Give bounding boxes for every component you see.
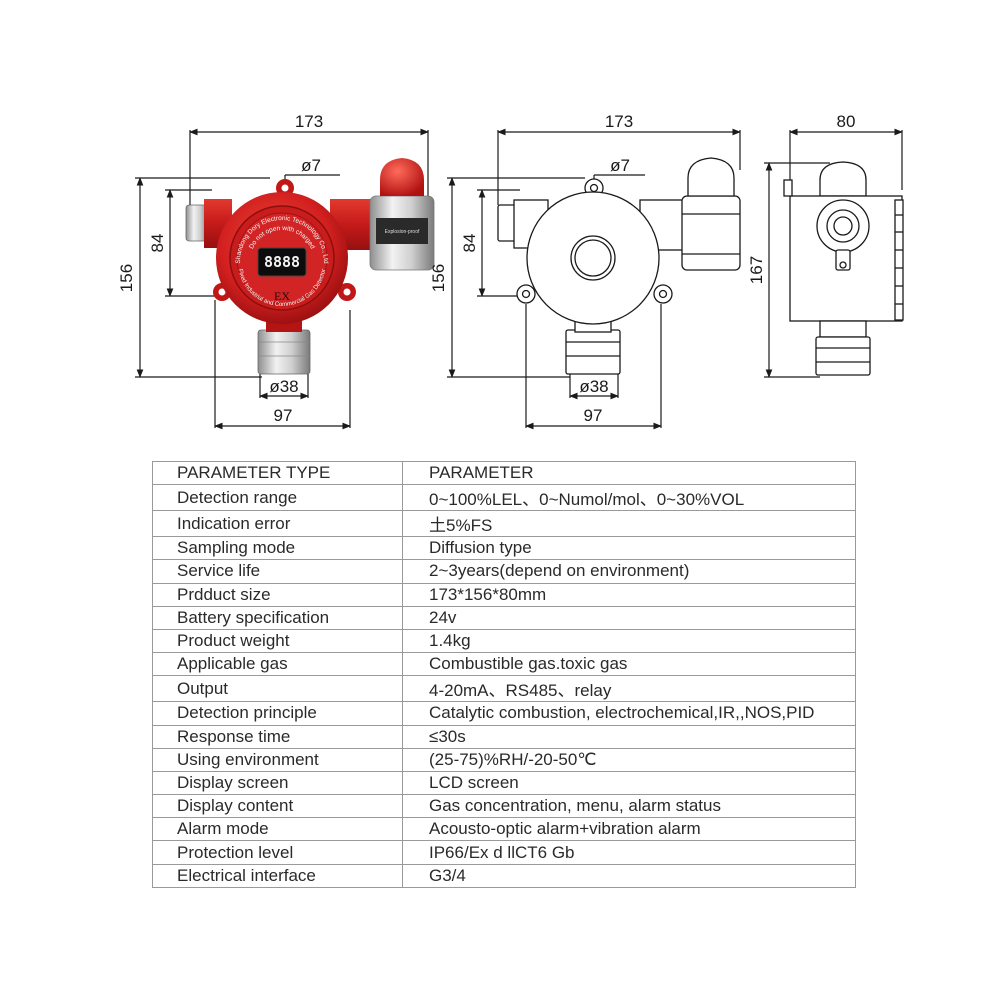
parameter-value-cell: ≤30s bbox=[402, 724, 856, 749]
alarm-nameplate-text: Explosion-proof bbox=[385, 229, 420, 235]
front-height-outer-label: 156 bbox=[117, 264, 136, 292]
front-hole-label: ø7 bbox=[301, 156, 321, 175]
parameter-type-cell: Using environment bbox=[152, 747, 403, 772]
parameter-type-cell: Protection level bbox=[152, 840, 403, 865]
parameter-value-cell: 4-20mA、RS485、relay bbox=[402, 675, 856, 703]
parameter-value-cell: Acousto-optic alarm+vibration alarm bbox=[402, 817, 856, 842]
lcd-digits: 8888 bbox=[264, 253, 300, 271]
header-parameter-type: PARAMETER TYPE bbox=[152, 460, 403, 486]
front-port-dimension bbox=[259, 374, 309, 400]
parameter-type-cell: Service life bbox=[152, 559, 403, 584]
back-width-dimension bbox=[497, 128, 741, 205]
parameter-type-cell: Detection principle bbox=[152, 701, 403, 726]
parameter-type-cell: Display content bbox=[152, 794, 403, 819]
side-view: 80 167 bbox=[747, 112, 904, 378]
parameter-type-cell: Battery specification bbox=[152, 605, 403, 630]
front-view: 173 ø7 156 84 Explosion-proof bbox=[117, 112, 435, 430]
back-port-label: ø38 bbox=[579, 377, 608, 396]
front-width-dimension bbox=[189, 128, 429, 205]
parameter-type-cell: Detection range bbox=[152, 484, 403, 512]
front-port-label: ø38 bbox=[269, 377, 298, 396]
parameter-value-cell: 2~3years(depend on environment) bbox=[402, 559, 856, 584]
header-parameter: PARAMETER bbox=[402, 460, 856, 486]
parameter-value-cell: Catalytic combustion, electrochemical,IR… bbox=[402, 701, 856, 726]
side-outline bbox=[783, 161, 904, 376]
parameter-type-cell: Response time bbox=[152, 724, 403, 749]
parameter-type-cell: Product weight bbox=[152, 628, 403, 654]
back-base-label: 97 bbox=[584, 406, 603, 425]
parameter-value-cell: G3/4 bbox=[402, 863, 856, 888]
front-height-outer-dimension bbox=[135, 177, 270, 378]
parameter-type-cell: Output bbox=[152, 675, 403, 703]
front-height-inner-label: 84 bbox=[148, 234, 167, 253]
parameter-type-cell: Prdduct size bbox=[152, 582, 403, 607]
parameter-value-cell: (25-75)%RH/-20-50℃ bbox=[402, 747, 856, 772]
parameter-type-cell: Display screen bbox=[152, 770, 403, 796]
front-base-dimension bbox=[214, 300, 351, 430]
table-header-row: PARAMETER TYPE PARAMETER bbox=[152, 460, 856, 486]
parameter-type-cell: Electrical interface bbox=[152, 863, 403, 888]
parameter-value-cell: 土5%FS bbox=[402, 510, 856, 538]
back-width-label: 173 bbox=[605, 112, 633, 131]
parameter-type-cell: Alarm mode bbox=[152, 817, 403, 842]
parameter-value-cell: LCD screen bbox=[402, 770, 856, 796]
side-height-label: 167 bbox=[747, 256, 766, 284]
back-view: 173 ø7 156 84 bbox=[429, 112, 741, 430]
top-lug-hole bbox=[281, 184, 289, 192]
front-width-label: 173 bbox=[295, 112, 323, 131]
alarm-nameplate bbox=[376, 218, 428, 244]
back-height-outer-dimension bbox=[447, 177, 585, 378]
back-base-dimension bbox=[525, 304, 662, 430]
parameter-value-cell: IP66/Ex d llCT6 Gb bbox=[402, 840, 856, 865]
back-height-inner-label: 84 bbox=[460, 234, 479, 253]
ex-mark: EX bbox=[274, 289, 290, 303]
parameter-value-cell: 0~100%LEL、0~Numol/mol、0~30%VOL bbox=[402, 484, 856, 512]
side-width-label: 80 bbox=[837, 112, 856, 131]
spec-table: PARAMETER TYPE PARAMETER Detection range… bbox=[152, 460, 856, 888]
parameter-value-cell: Combustible gas.toxic gas bbox=[402, 652, 856, 677]
back-port-dimension bbox=[569, 374, 619, 400]
parameter-type-cell: Applicable gas bbox=[152, 652, 403, 677]
parameter-value-cell: 1.4kg bbox=[402, 628, 856, 654]
table-row: Using environment(25-75)%RH/-20-50℃ bbox=[152, 747, 856, 772]
parameter-value-cell: 173*156*80mm bbox=[402, 582, 856, 607]
dimension-drawing: 173 ø7 156 84 Explosion-proof bbox=[117, 112, 904, 430]
parameter-value-cell: Diffusion type bbox=[402, 536, 856, 561]
parameter-type-cell: Indication error bbox=[152, 510, 403, 538]
alarm-light bbox=[380, 158, 424, 196]
front-base-label: 97 bbox=[274, 406, 293, 425]
back-height-outer-label: 156 bbox=[429, 264, 448, 292]
lcd-screen bbox=[257, 247, 307, 277]
bottom-port bbox=[257, 329, 311, 375]
parameter-type-cell: Sampling mode bbox=[152, 536, 403, 561]
back-hole-label: ø7 bbox=[610, 156, 630, 175]
side-height-dimension bbox=[764, 162, 830, 378]
parameter-value-cell: 24v bbox=[402, 605, 856, 630]
table-row: Response time≤30s bbox=[152, 724, 856, 749]
parameter-value-cell: Gas concentration, menu, alarm status bbox=[402, 794, 856, 819]
back-outline bbox=[497, 157, 741, 375]
